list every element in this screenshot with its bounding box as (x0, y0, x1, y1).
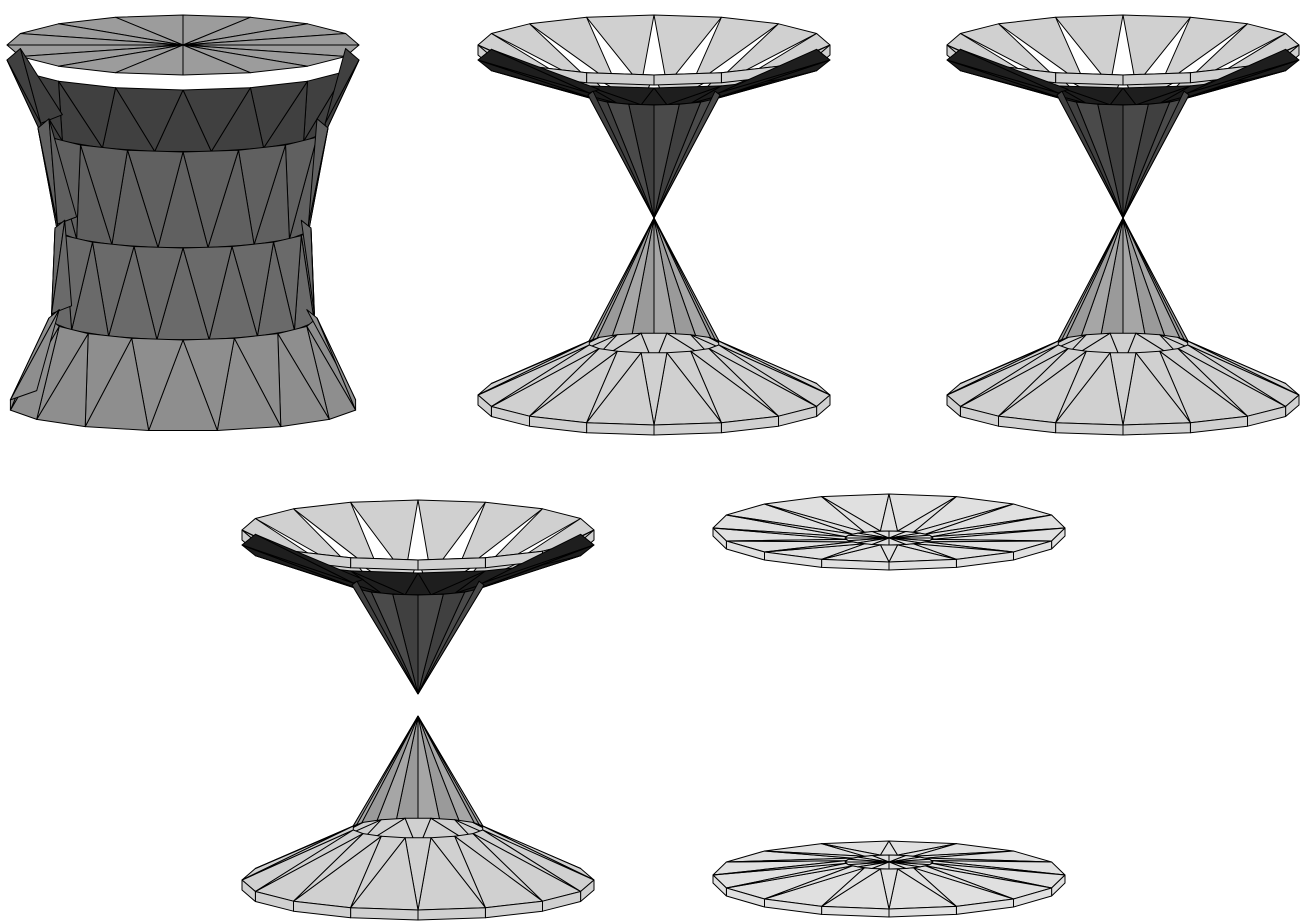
upper-disk-rim (1056, 73, 1123, 85)
lower-disk-rim (351, 908, 418, 920)
lower-disk-rim (587, 423, 654, 435)
hyperboloid-two-sheets-figure (242, 500, 594, 920)
upper-disk-rim (654, 73, 721, 85)
lower-disk-rim (1123, 423, 1190, 435)
upper-disk-rim (351, 558, 418, 570)
upper-disk-rim (1123, 73, 1190, 85)
lower-disk-rim (654, 423, 721, 435)
lower-disk-rim (418, 908, 485, 920)
upper-disk-rim (418, 558, 485, 570)
upper-disk-rim (587, 73, 654, 85)
double-cone-figure-2 (947, 15, 1299, 435)
double-cone-figure-1 (478, 15, 830, 435)
hyperboloid-one-sheet-figure (7, 15, 359, 431)
flattened-sheets-figure (713, 494, 1065, 917)
lower-disk-rim (1056, 423, 1123, 435)
